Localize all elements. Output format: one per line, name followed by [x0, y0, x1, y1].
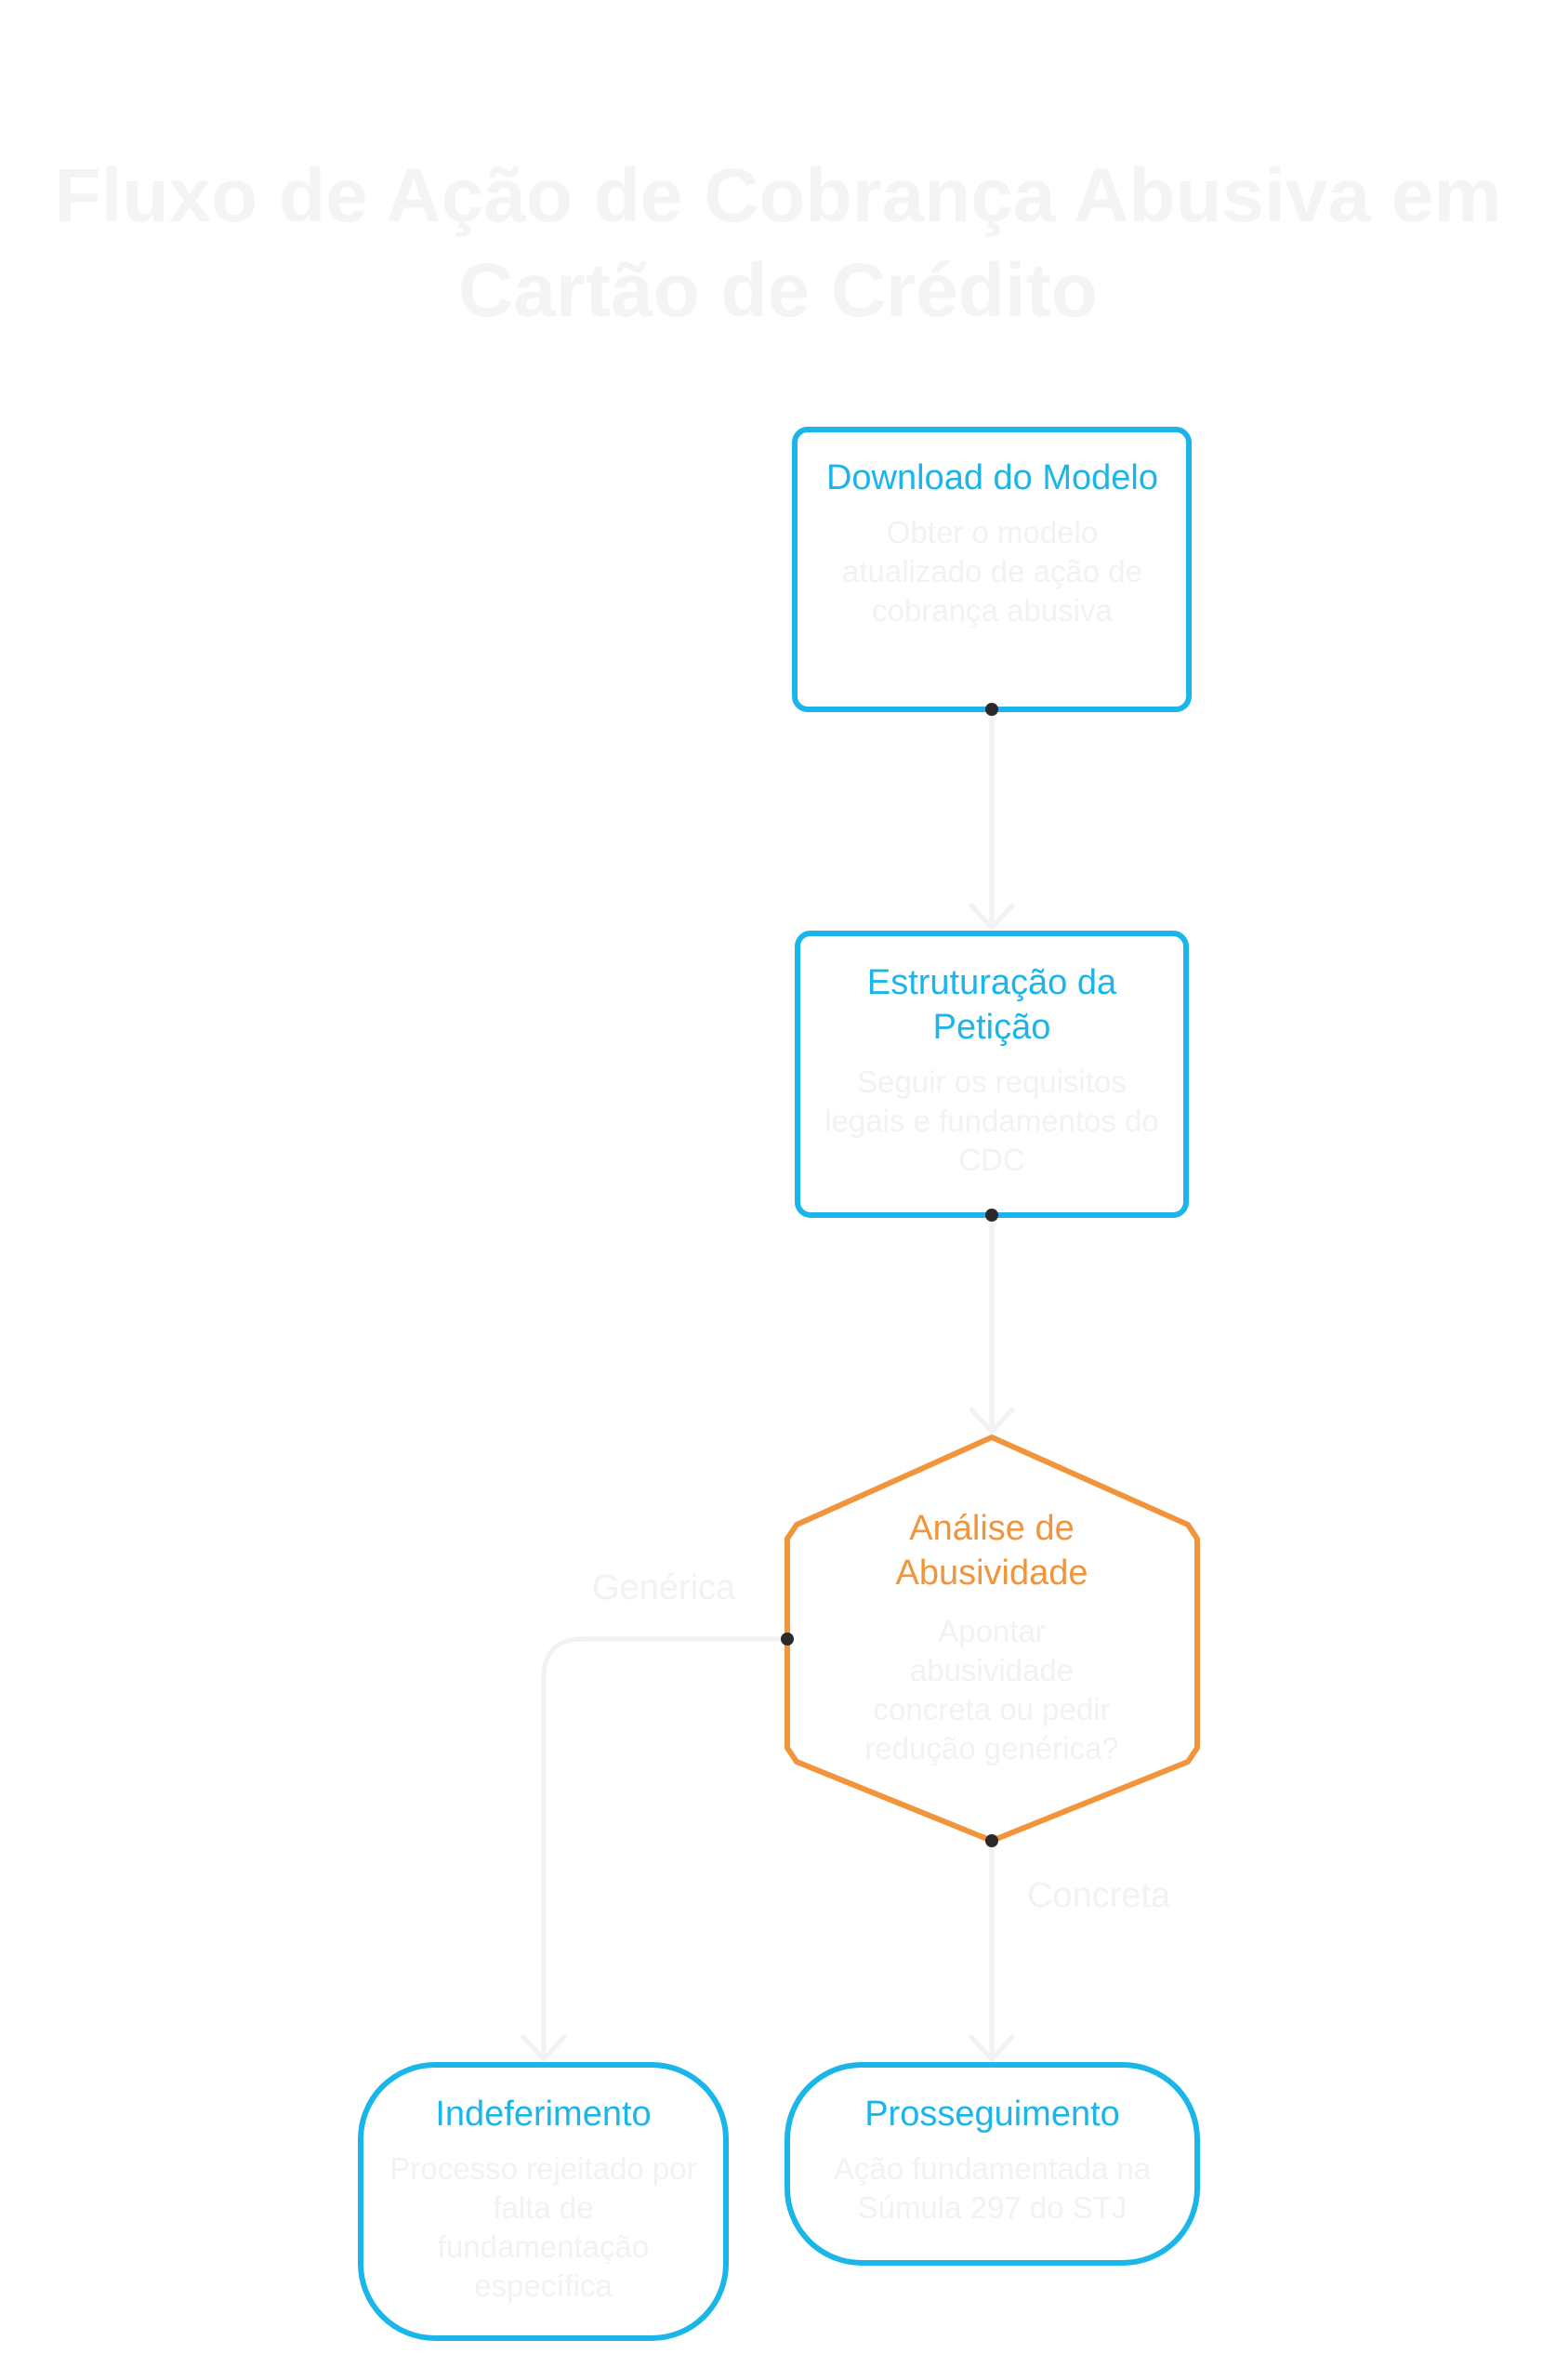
- port-dot: [985, 1209, 998, 1222]
- node-indeferimento[interactable]: Indeferimento Processo rejeitado por fal…: [389, 2092, 698, 2306]
- node-download[interactable]: Download do Modelo Obter o modelo atuali…: [813, 456, 1171, 630]
- arrowhead-indeferimento: [521, 2034, 567, 2062]
- node-estruturacao-desc: Seguir os requisitos legais e fundamento…: [824, 1064, 1159, 1177]
- arrowhead-prosseguimento: [969, 2034, 1015, 2062]
- node-estruturacao[interactable]: Estruturação da Petição Seguir os requis…: [816, 960, 1167, 1180]
- node-prosseguimento[interactable]: Prosseguimento Ação fundamentada na Súmu…: [815, 2092, 1169, 2228]
- node-analise[interactable]: Análise de Abusividade Apontar abusivida…: [852, 1506, 1131, 1768]
- node-analise-desc: Apontar abusividade concreta ou pedir re…: [864, 1614, 1119, 1765]
- port-dot: [985, 703, 998, 716]
- edge-label-generica: Genérica: [592, 1568, 736, 1607]
- node-prosseguimento-title: Prosseguimento: [864, 2095, 1120, 2134]
- edge-generica: [541, 1636, 790, 2062]
- node-analise-title: Análise de Abusividade: [895, 1509, 1088, 1593]
- node-prosseguimento-shape[interactable]: [785, 2062, 1200, 2266]
- diagram-title: Fluxo de Ação de Cobrança Abusiva em Car…: [54, 153, 1502, 333]
- arrowhead-estruturacao: [969, 903, 1015, 931]
- node-download-desc: Obter o modelo atualizado de ação de cob…: [842, 515, 1142, 628]
- node-prosseguimento-desc: Ação fundamentada na Súmula 297 do STJ: [833, 2151, 1152, 2225]
- edge-label-concreta: Concreta: [1027, 1876, 1171, 1915]
- node-download-title: Download do Modelo: [825, 458, 1158, 497]
- port-dot: [985, 1834, 998, 1847]
- node-indeferimento-title: Indeferimento: [435, 2095, 652, 2134]
- node-indeferimento-desc: Processo rejeitado por falta de fundamen…: [389, 2151, 697, 2303]
- port-dot: [781, 1633, 794, 1646]
- node-indeferimento-shape[interactable]: [358, 2062, 729, 2341]
- node-estruturacao-title: Estruturação da Petição: [866, 963, 1117, 1047]
- arrowhead-analise: [969, 1407, 1015, 1435]
